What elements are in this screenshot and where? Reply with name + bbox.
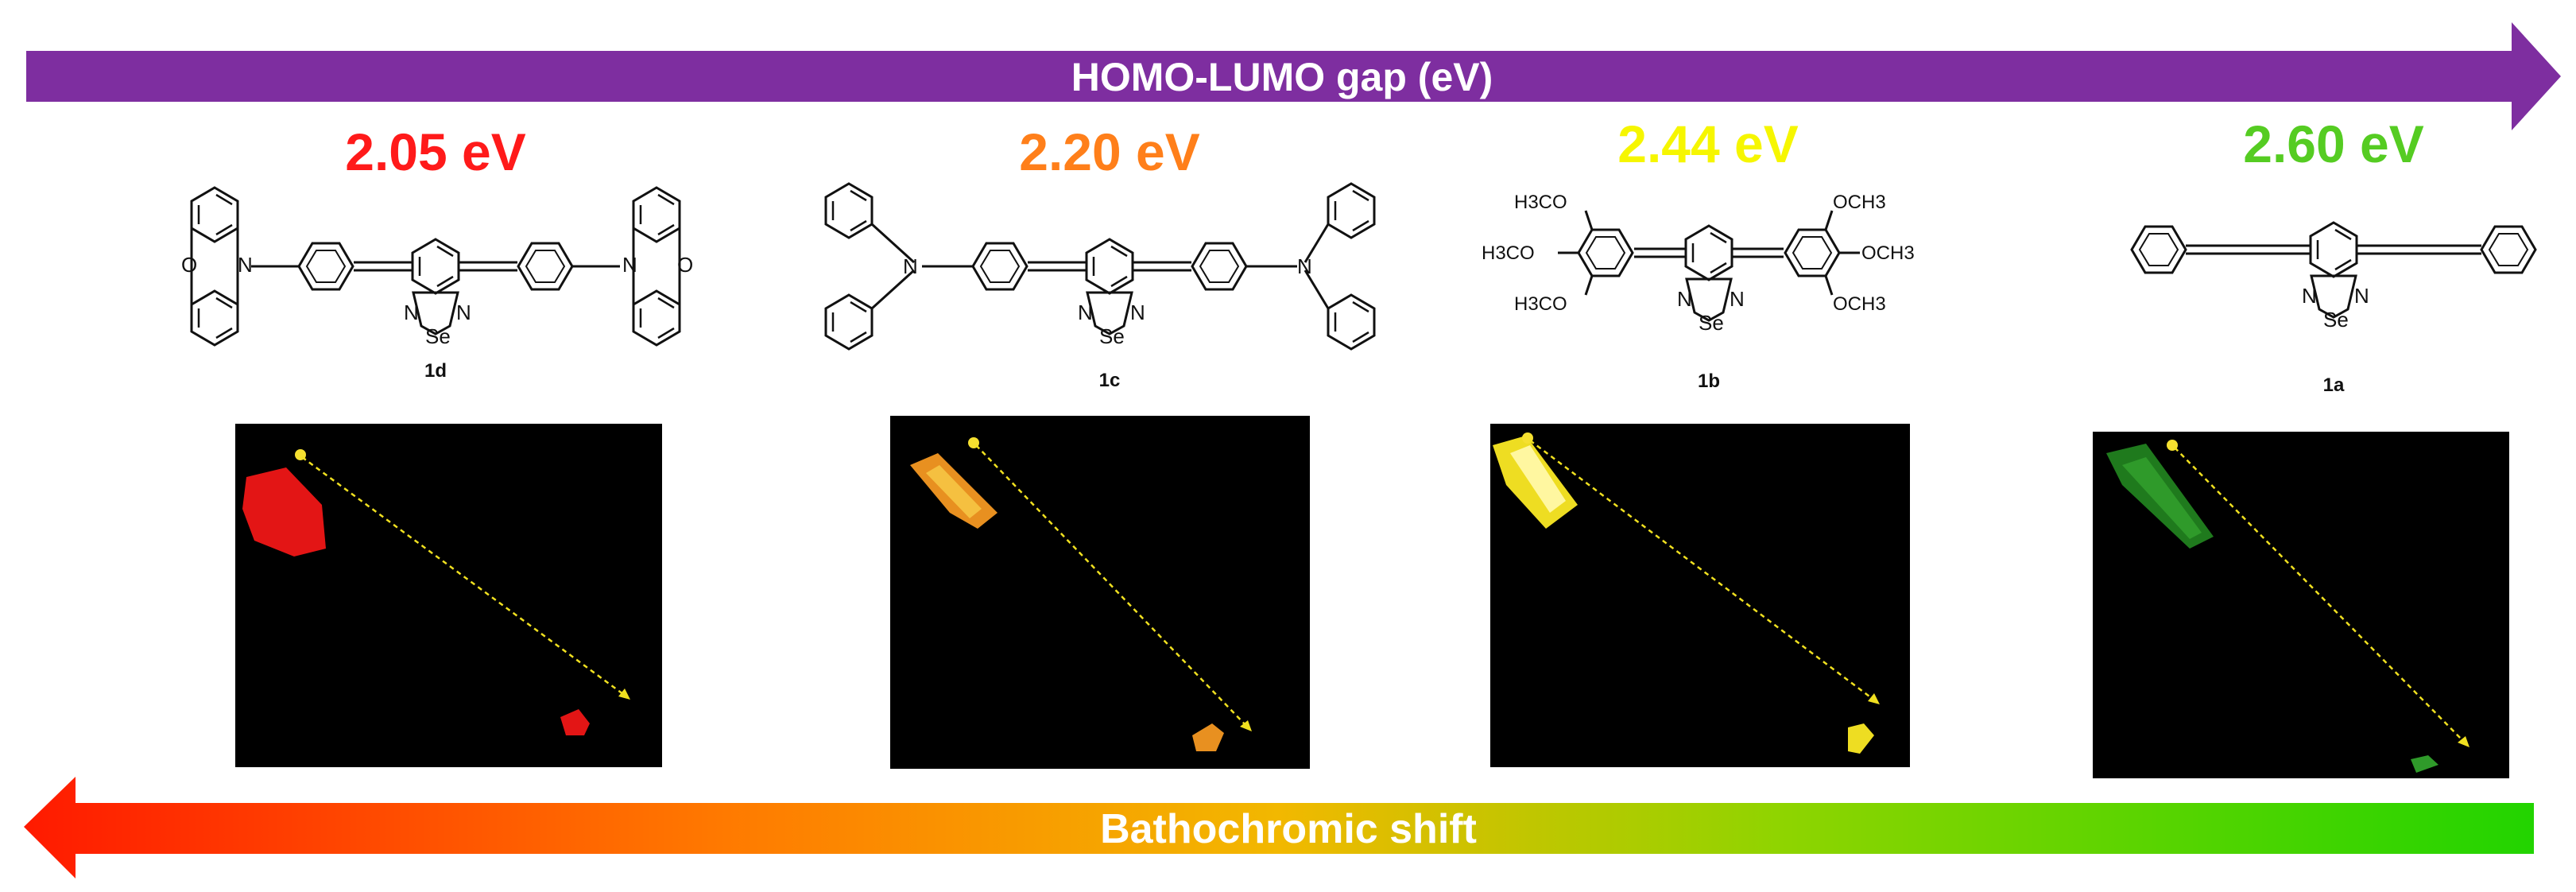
atom-label: O [677,253,693,277]
atom-label: Se [2323,308,2349,332]
atom-label: N [1297,254,1312,278]
atom-label: N [1677,287,1692,311]
atom-label: H3CO [1514,192,1567,213]
structure-1b [1558,210,1860,322]
atom-label: OCH3 [1833,293,1886,315]
atom-label: N [238,253,253,277]
atom-label: OCH3 [1833,192,1886,213]
crystal-image-1c [890,416,1310,769]
atom-label: N [1730,287,1745,311]
structure-1d [190,186,681,347]
atom-label: H3CO [1514,293,1567,315]
crystal-image-1a [2093,432,2509,778]
compound-id-1d: 1d [424,360,447,382]
crystal-image-1d [235,424,662,767]
atom-label: N [456,301,471,324]
energy-label-1a: 2.60 eV [2243,114,2424,173]
atom-label: OCH3 [1861,242,1915,264]
bathochromic-arrow: Bathochromic shift [24,777,2534,878]
atom-label: N [404,301,419,324]
crystal-image-1b [1490,424,1910,767]
homo-lumo-label: HOMO-LUMO gap (eV) [1071,55,1493,99]
atom-label: Se [1699,311,1724,335]
atom-label: N [903,254,918,278]
atom-label: N [2302,284,2317,308]
atom-label: N [622,253,637,277]
structure-1c [824,182,1376,351]
atom-label: Se [1099,324,1125,348]
energy-label-1d: 2.05 eV [345,122,526,181]
energy-label-1c: 2.20 eV [1019,122,1200,181]
atom-label: N [1130,301,1145,324]
bathochromic-label: Bathochromic shift [1100,806,1477,852]
atom-label: N [1078,301,1093,324]
homo-lumo-arrow: HOMO-LUMO gap (eV) [26,22,2561,130]
atom-label: O [181,253,197,277]
atom-label: N [2354,284,2369,308]
compound-id-1b: 1b [1698,370,1720,392]
atom-label: Se [425,324,451,348]
compound-id-1c: 1c [1099,370,1121,391]
energy-label-1b: 2.44 eV [1617,114,1799,173]
compound-id-1a: 1a [2323,374,2345,396]
atom-label: H3CO [1482,242,1535,264]
structure-1a [2130,221,2537,319]
